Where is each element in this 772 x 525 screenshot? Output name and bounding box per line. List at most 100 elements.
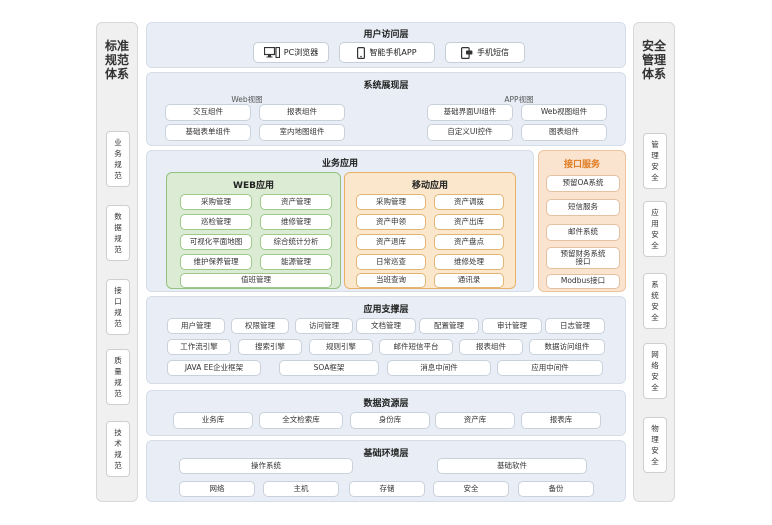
layer-title: 基础环境层 xyxy=(363,449,409,459)
system-security: 系统安全 xyxy=(643,273,667,329)
smartphone-app-label: 智能手机APP xyxy=(369,48,417,57)
web-app-item: 采购管理 xyxy=(180,194,252,210)
mobile-app-item: 资产调拨 xyxy=(434,194,504,210)
web-app-item: 综合统计分析 xyxy=(260,234,332,250)
data-item: 资产库 xyxy=(435,412,515,429)
business-application-layer: 业务应用 WEB应用 采购管理 资产管理 巡检管理 维修管理 可视化平面地图 综… xyxy=(146,150,534,292)
mobile-app-item: 资产盘点 xyxy=(434,234,504,250)
char: 量 xyxy=(114,367,122,376)
support-item: 权限管理 xyxy=(231,318,289,334)
char: 务 xyxy=(114,149,122,158)
char: 理 xyxy=(651,435,659,444)
char: 系 xyxy=(651,280,659,289)
interface-item: 预留OA系统 xyxy=(546,175,620,192)
data-item: 全文检索库 xyxy=(259,412,343,429)
support-item: 工作流引擎 xyxy=(167,339,231,355)
data-item: 身份库 xyxy=(350,412,430,429)
security-title-line: 管理 xyxy=(641,53,666,67)
support-item: 文档管理 xyxy=(356,318,416,334)
char: 技 xyxy=(114,428,122,437)
application-support-layer: 应用支撑层 用户管理 权限管理 访问管理 文档管理 配置管理 审计管理 日志管理… xyxy=(146,296,626,384)
display-app-item: 图表组件 xyxy=(521,124,607,141)
display-app-item: Web视图组件 xyxy=(521,104,607,121)
base-item: 存储 xyxy=(349,481,425,497)
support-item: 日志管理 xyxy=(545,318,605,334)
support-item: 配置管理 xyxy=(419,318,479,334)
security-title: 安全 管理 体系 xyxy=(634,39,674,81)
char: 质 xyxy=(114,356,122,365)
mobile-app-title: 移动应用 xyxy=(411,181,448,191)
support-item: 数据访问组件 xyxy=(529,339,605,355)
smartphone-icon xyxy=(357,46,366,59)
web-app-item: 资产管理 xyxy=(260,194,332,210)
presentation-layer: 系统展现层 Web视图 APP视图 交互组件 报表组件 基础表单组件 室内地图组… xyxy=(146,72,626,146)
mobile-applications: 移动应用 采购管理 资产调拨 资产申领 资产出库 资产退库 资产盘点 日常巡查 … xyxy=(344,172,516,289)
standards-title-line: 规范 xyxy=(104,53,129,67)
web-app-item: 维护保养管理 xyxy=(180,254,252,270)
char: 安 xyxy=(651,302,659,311)
management-security: 管理安全 xyxy=(643,133,667,189)
interface-item: Modbus接口 xyxy=(546,274,620,289)
display-app-item: 自定义UI控件 xyxy=(427,124,513,141)
support-item: 访问管理 xyxy=(295,318,353,334)
char: 口 xyxy=(114,297,122,306)
security-panel: 安全 管理 体系 管理安全 应用安全 系统安全 网络安全 物理安全 xyxy=(633,22,675,502)
char: 络 xyxy=(651,361,659,370)
mobile-app-item: 日常巡查 xyxy=(356,254,426,270)
business-standard: 业务规范 xyxy=(106,131,130,187)
app-view-label: APP视图 xyxy=(504,95,534,104)
base-item: 主机 xyxy=(263,481,339,497)
support-item: 规则引擎 xyxy=(309,339,373,355)
char: 应 xyxy=(651,208,659,217)
support-item: SOA框架 xyxy=(279,360,379,376)
web-app-item: 能源管理 xyxy=(260,254,332,270)
desktop-icon xyxy=(263,46,280,59)
smartphone-app: 智能手机APP xyxy=(339,42,435,63)
mobile-app-item: 资产申领 xyxy=(356,214,426,230)
interface-item: 邮件系统 xyxy=(546,224,620,241)
support-item: 消息中间件 xyxy=(387,360,491,376)
char: 范 xyxy=(114,319,122,328)
char: 物 xyxy=(651,424,659,433)
char: 全 xyxy=(651,313,659,322)
char: 规 xyxy=(114,160,122,169)
char: 网 xyxy=(651,350,659,359)
char: 管 xyxy=(651,140,659,149)
web-app-item: 可视化平面地图 xyxy=(180,234,252,250)
char: 数 xyxy=(114,212,122,221)
char: 安 xyxy=(651,230,659,239)
web-app-item: 维修管理 xyxy=(260,214,332,230)
layer-title: 用户访问层 xyxy=(363,30,409,40)
char: 业 xyxy=(114,138,122,147)
data-resource-layer: 数据资源层 业务库 全文检索库 身份库 资产库 报表库 xyxy=(146,390,626,436)
standards-title-line: 体系 xyxy=(104,67,129,81)
security-title-line: 安全 xyxy=(641,39,666,53)
support-item: 审计管理 xyxy=(482,318,542,334)
char: 术 xyxy=(114,439,122,448)
physical-security: 物理安全 xyxy=(643,417,667,473)
char: 范 xyxy=(114,245,122,254)
support-item: 搜索引擎 xyxy=(238,339,302,355)
mobile-app-item: 当班查询 xyxy=(356,273,426,288)
support-item: 用户管理 xyxy=(167,318,225,334)
pc-browser: PC浏览器 xyxy=(253,42,329,63)
network-security: 网络安全 xyxy=(643,343,667,399)
standards-title-line: 标准 xyxy=(104,39,129,53)
char: 全 xyxy=(651,457,659,466)
quality-standard: 质量规范 xyxy=(106,349,130,405)
layer-title: 数据资源层 xyxy=(363,399,409,409)
base-item: 网络 xyxy=(179,481,255,497)
char: 范 xyxy=(114,389,122,398)
sms-label: 手机短信 xyxy=(477,48,509,57)
data-item: 报表库 xyxy=(521,412,601,429)
base-item: 基础软件 xyxy=(437,458,587,474)
char: 全 xyxy=(651,173,659,182)
finance-line: 预留财务系统 xyxy=(560,248,606,258)
interface-item: 短信服务 xyxy=(546,199,620,216)
base-item: 安全 xyxy=(433,481,509,497)
support-item: 邮件短信平台 xyxy=(379,339,453,355)
char: 范 xyxy=(114,461,122,470)
char: 全 xyxy=(651,241,659,250)
char: 用 xyxy=(651,219,659,228)
char: 理 xyxy=(651,151,659,160)
